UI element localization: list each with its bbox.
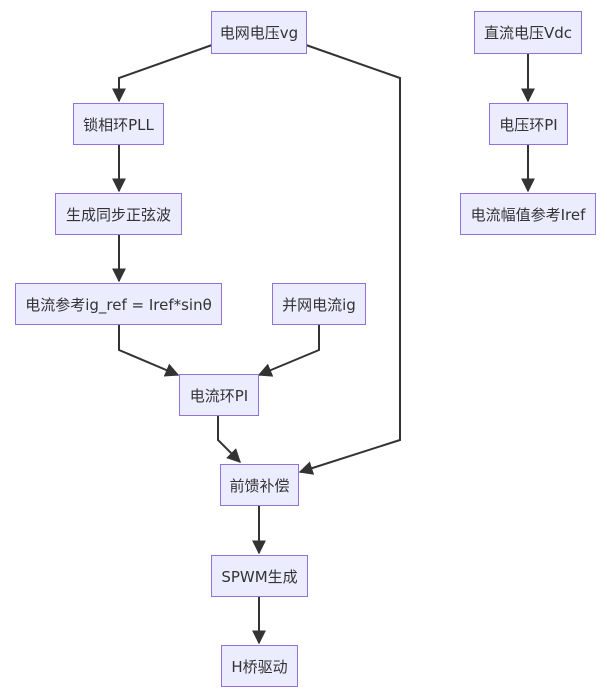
edge-vg-to-pll [112,44,213,103]
edge-iref-calc-to-current-pi [118,325,180,377]
node-voltage-loop-pi: 电压环PI [489,103,568,145]
node-sync-sine: 生成同步正弦波 [55,193,182,235]
node-dc-voltage-vdc: 直流电压Vdc [474,11,582,54]
edge-vg-to-feedforward [298,44,401,475]
node-pll: 锁相环PLL [73,103,164,145]
edge-current-pi-to-feedforward [217,416,241,463]
node-grid-current-ig: 并网电流ig [272,283,366,325]
edge-ig-to-current-pi [257,325,320,377]
node-spwm-generation: SPWM生成 [211,555,308,597]
node-h-bridge-drive: H桥驱动 [221,645,298,687]
node-current-loop-pi: 电流环PI [179,374,259,416]
node-current-reference-calc: 电流参考ig_ref = Iref*sinθ [15,283,222,325]
node-grid-voltage-vg: 电网电压vg [211,11,307,54]
node-feedforward-compensation: 前馈补偿 [220,464,299,506]
node-current-amplitude-reference: 电流幅值参考Iref [460,193,596,235]
